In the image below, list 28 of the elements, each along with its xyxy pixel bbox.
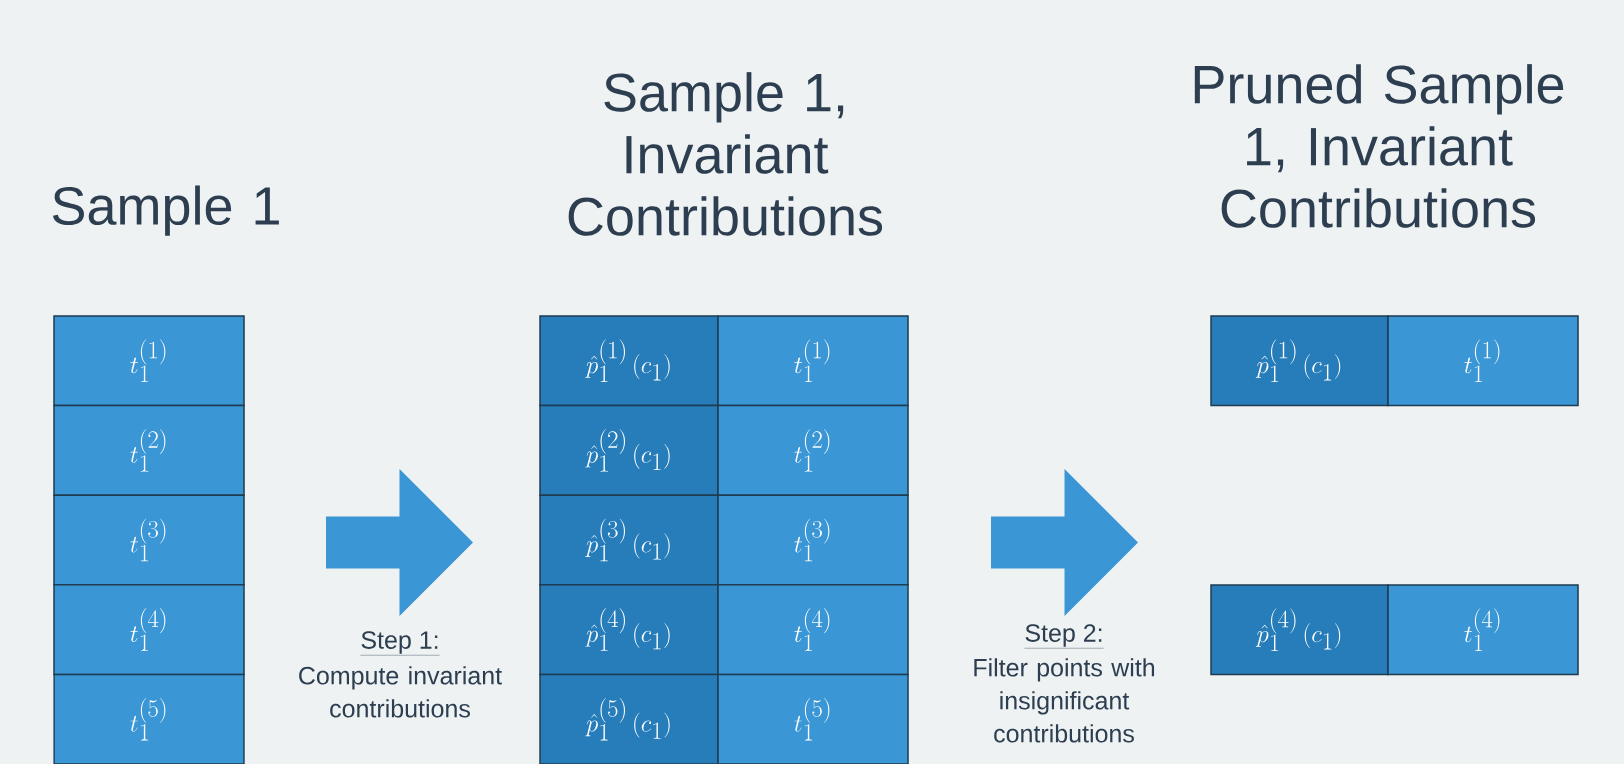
step-description: Compute invariant contributions: [299, 666, 502, 718]
step-label: Step 2:: [1024, 624, 1104, 649]
table-cell: $\hat{p}_1^{(4)}\left(c_1\right)$: [539, 584, 719, 676]
table-cell: $\hat{p}_1^{(1)}\left(c_1\right)$: [1210, 315, 1389, 407]
block-arrow: [991, 469, 1138, 616]
table-cell: $t_1^{(1)}$: [53, 315, 245, 407]
column-heading: Sample 1: [52, 185, 279, 236]
table-cell: $t_1^{(3)}$: [53, 494, 245, 586]
table-cell: $t_1^{(2)}$: [53, 404, 245, 496]
table-cell: $t_1^{(5)}$: [53, 673, 245, 764]
table-cell: $t_1^{(4)}$: [717, 584, 909, 676]
table-cell: $\hat{p}_1^{(5)}\left(c_1\right)$: [539, 673, 719, 764]
table-cell: $\hat{p}_1^{(1)}\left(c_1\right)$: [539, 315, 719, 407]
table-cell: $\hat{p}_1^{(3)}\left(c_1\right)$: [539, 494, 719, 586]
table-cell: $t_1^{(2)}$: [717, 404, 909, 496]
block-arrow: [326, 469, 473, 616]
step-description: Filter points with insignificant contributions: [974, 658, 1155, 743]
table-cell: $t_1^{(4)}$: [1387, 584, 1579, 676]
column-heading: Sample 1, Invariant Contributions: [568, 72, 883, 236]
table-cell: $\hat{p}_1^{(2)}\left(c_1\right)$: [539, 404, 719, 496]
table-cell: $t_1^{(1)}$: [717, 315, 909, 407]
column-heading: Pruned Sample 1, Invariant Contributions: [1194, 64, 1564, 228]
table-cell: $\hat{p}_1^{(4)}\left(c_1\right)$: [1210, 584, 1389, 676]
table-cell: $t_1^{(3)}$: [717, 494, 909, 586]
table-cell: $t_1^{(5)}$: [717, 673, 909, 764]
table-cell: $t_1^{(1)}$: [1387, 315, 1579, 407]
step-label: Step 1:: [360, 631, 440, 656]
table-cell: $t_1^{(4)}$: [53, 584, 245, 676]
